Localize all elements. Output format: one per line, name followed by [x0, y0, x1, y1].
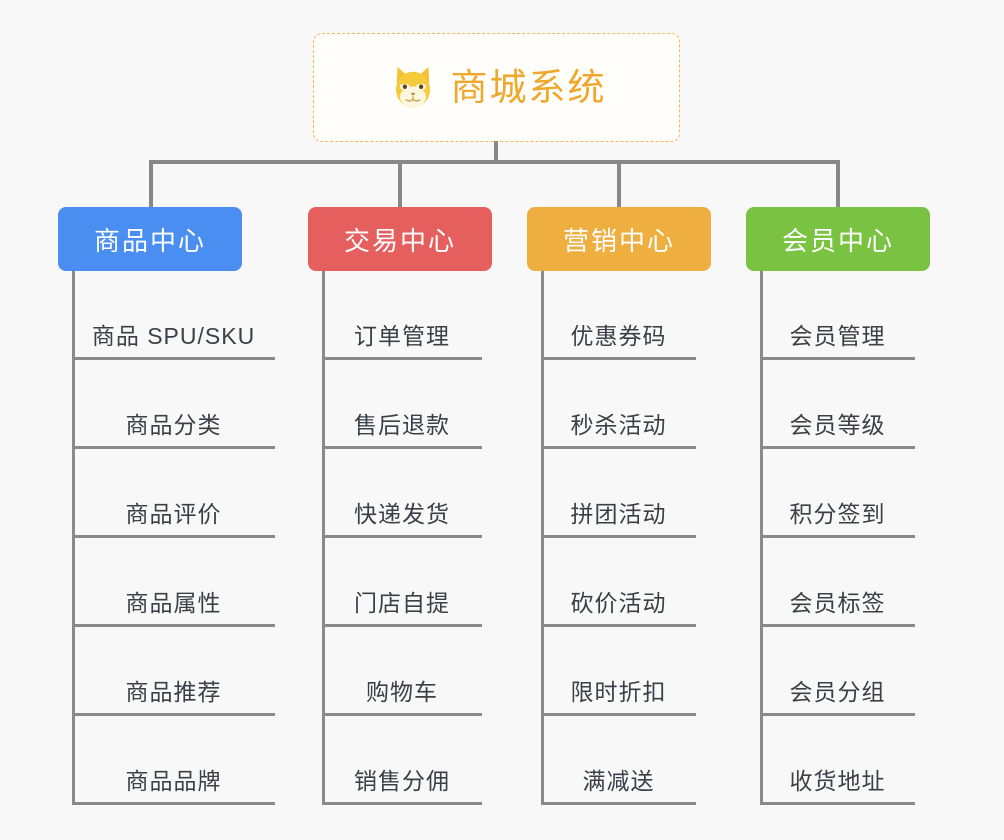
leaf-label: 销售分佣 — [354, 768, 450, 794]
leaf-label: 会员管理 — [789, 323, 886, 349]
connector-horizontal-bus — [149, 160, 840, 164]
leaf-item[interactable]: 快递发货 — [322, 449, 482, 538]
leaf-label: 优惠券码 — [570, 323, 667, 349]
leaf-item[interactable]: 商品评价 — [72, 449, 275, 538]
leaf-label: 满减送 — [582, 768, 655, 794]
branch-column-marketing: 营销中心 优惠券码 秒杀活动 拼团活动 砍价活动 限时折扣 满减送 — [527, 207, 711, 805]
leaf-label: 快递发货 — [354, 501, 450, 527]
leaf-label: 收货地址 — [789, 768, 886, 794]
leaf-label: 购物车 — [366, 679, 438, 705]
leaf-label: 售后退款 — [354, 412, 450, 438]
leaf-item[interactable]: 会员管理 — [760, 271, 915, 360]
connector-drop-1 — [398, 160, 402, 207]
branch-spine-marketing — [541, 271, 544, 805]
leaf-label: 商品分类 — [125, 412, 222, 438]
leaf-item[interactable]: 优惠券码 — [541, 271, 696, 360]
leaf-item[interactable]: 会员等级 — [760, 360, 915, 449]
leaf-list-product: 商品 SPU/SKU 商品分类 商品评价 商品属性 商品推荐 商品品牌 — [72, 271, 275, 805]
leaf-list-trade: 订单管理 售后退款 快递发货 门店自提 购物车 销售分佣 — [322, 271, 482, 805]
branch-header-marketing[interactable]: 营销中心 — [527, 207, 711, 271]
leaf-label: 商品 SPU/SKU — [91, 323, 256, 349]
leaf-label: 会员标签 — [789, 590, 886, 616]
connector-drop-2 — [617, 160, 621, 207]
leaf-label: 商品品牌 — [125, 768, 222, 794]
leaf-item[interactable]: 商品分类 — [72, 360, 275, 449]
branch-header-label: 商品中心 — [93, 225, 206, 256]
shiba-dog-face-icon — [387, 62, 439, 114]
branch-column-product: 商品中心 商品 SPU/SKU 商品分类 商品评价 商品属性 商品推荐 商品品牌 — [58, 207, 275, 805]
leaf-label: 商品评价 — [125, 501, 222, 527]
leaf-item[interactable]: 限时折扣 — [541, 627, 696, 716]
leaf-list-marketing: 优惠券码 秒杀活动 拼团活动 砍价活动 限时折扣 满减送 — [541, 271, 696, 805]
leaf-label: 积分签到 — [789, 501, 886, 527]
leaf-item[interactable]: 订单管理 — [322, 271, 482, 360]
branch-spine-trade — [322, 271, 325, 805]
branch-header-label: 交易中心 — [343, 225, 456, 256]
root-title: 商城系统 — [450, 67, 607, 108]
branch-header-label: 营销中心 — [562, 225, 675, 256]
leaf-item[interactable]: 商品属性 — [72, 538, 275, 627]
leaf-item[interactable]: 商品推荐 — [72, 627, 275, 716]
leaf-label: 订单管理 — [354, 323, 450, 349]
leaf-label: 商品属性 — [125, 590, 222, 616]
leaf-label: 门店自提 — [354, 590, 450, 616]
leaf-item[interactable]: 会员分组 — [760, 627, 915, 716]
leaf-item[interactable]: 会员标签 — [760, 538, 915, 627]
leaf-item[interactable]: 砍价活动 — [541, 538, 696, 627]
branch-spine-product — [72, 271, 75, 805]
leaf-item[interactable]: 拼团活动 — [541, 449, 696, 538]
branch-column-trade: 交易中心 订单管理 售后退款 快递发货 门店自提 购物车 销售分佣 — [308, 207, 492, 805]
leaf-item[interactable]: 满减送 — [541, 716, 696, 805]
leaf-label: 限时折扣 — [570, 679, 667, 705]
leaf-item[interactable]: 商品 SPU/SKU — [72, 271, 275, 360]
branch-header-member[interactable]: 会员中心 — [746, 207, 930, 271]
leaf-item[interactable]: 购物车 — [322, 627, 482, 716]
leaf-label: 会员等级 — [789, 412, 886, 438]
leaf-item[interactable]: 商品品牌 — [72, 716, 275, 805]
connector-root-stem — [494, 141, 498, 164]
leaf-item[interactable]: 售后退款 — [322, 360, 482, 449]
connector-drop-0 — [149, 160, 153, 207]
branch-header-label: 会员中心 — [781, 225, 894, 256]
branch-header-product[interactable]: 商品中心 — [58, 207, 242, 271]
leaf-item[interactable]: 秒杀活动 — [541, 360, 696, 449]
leaf-label: 砍价活动 — [570, 590, 667, 616]
leaf-item[interactable]: 门店自提 — [322, 538, 482, 627]
leaf-label: 拼团活动 — [570, 501, 667, 527]
branch-column-member: 会员中心 会员管理 会员等级 积分签到 会员标签 会员分组 收货地址 — [746, 207, 930, 805]
leaf-label: 会员分组 — [789, 679, 886, 705]
leaf-item[interactable]: 收货地址 — [760, 716, 915, 805]
leaf-label: 秒杀活动 — [570, 412, 667, 438]
leaf-item[interactable]: 积分签到 — [760, 449, 915, 538]
connector-drop-3 — [836, 160, 840, 207]
root-node[interactable]: 商城系统 — [313, 33, 680, 142]
branch-spine-member — [760, 271, 763, 805]
leaf-list-member: 会员管理 会员等级 积分签到 会员标签 会员分组 收货地址 — [760, 271, 915, 805]
branch-header-trade[interactable]: 交易中心 — [308, 207, 492, 271]
leaf-label: 商品推荐 — [125, 679, 222, 705]
leaf-item[interactable]: 销售分佣 — [322, 716, 482, 805]
